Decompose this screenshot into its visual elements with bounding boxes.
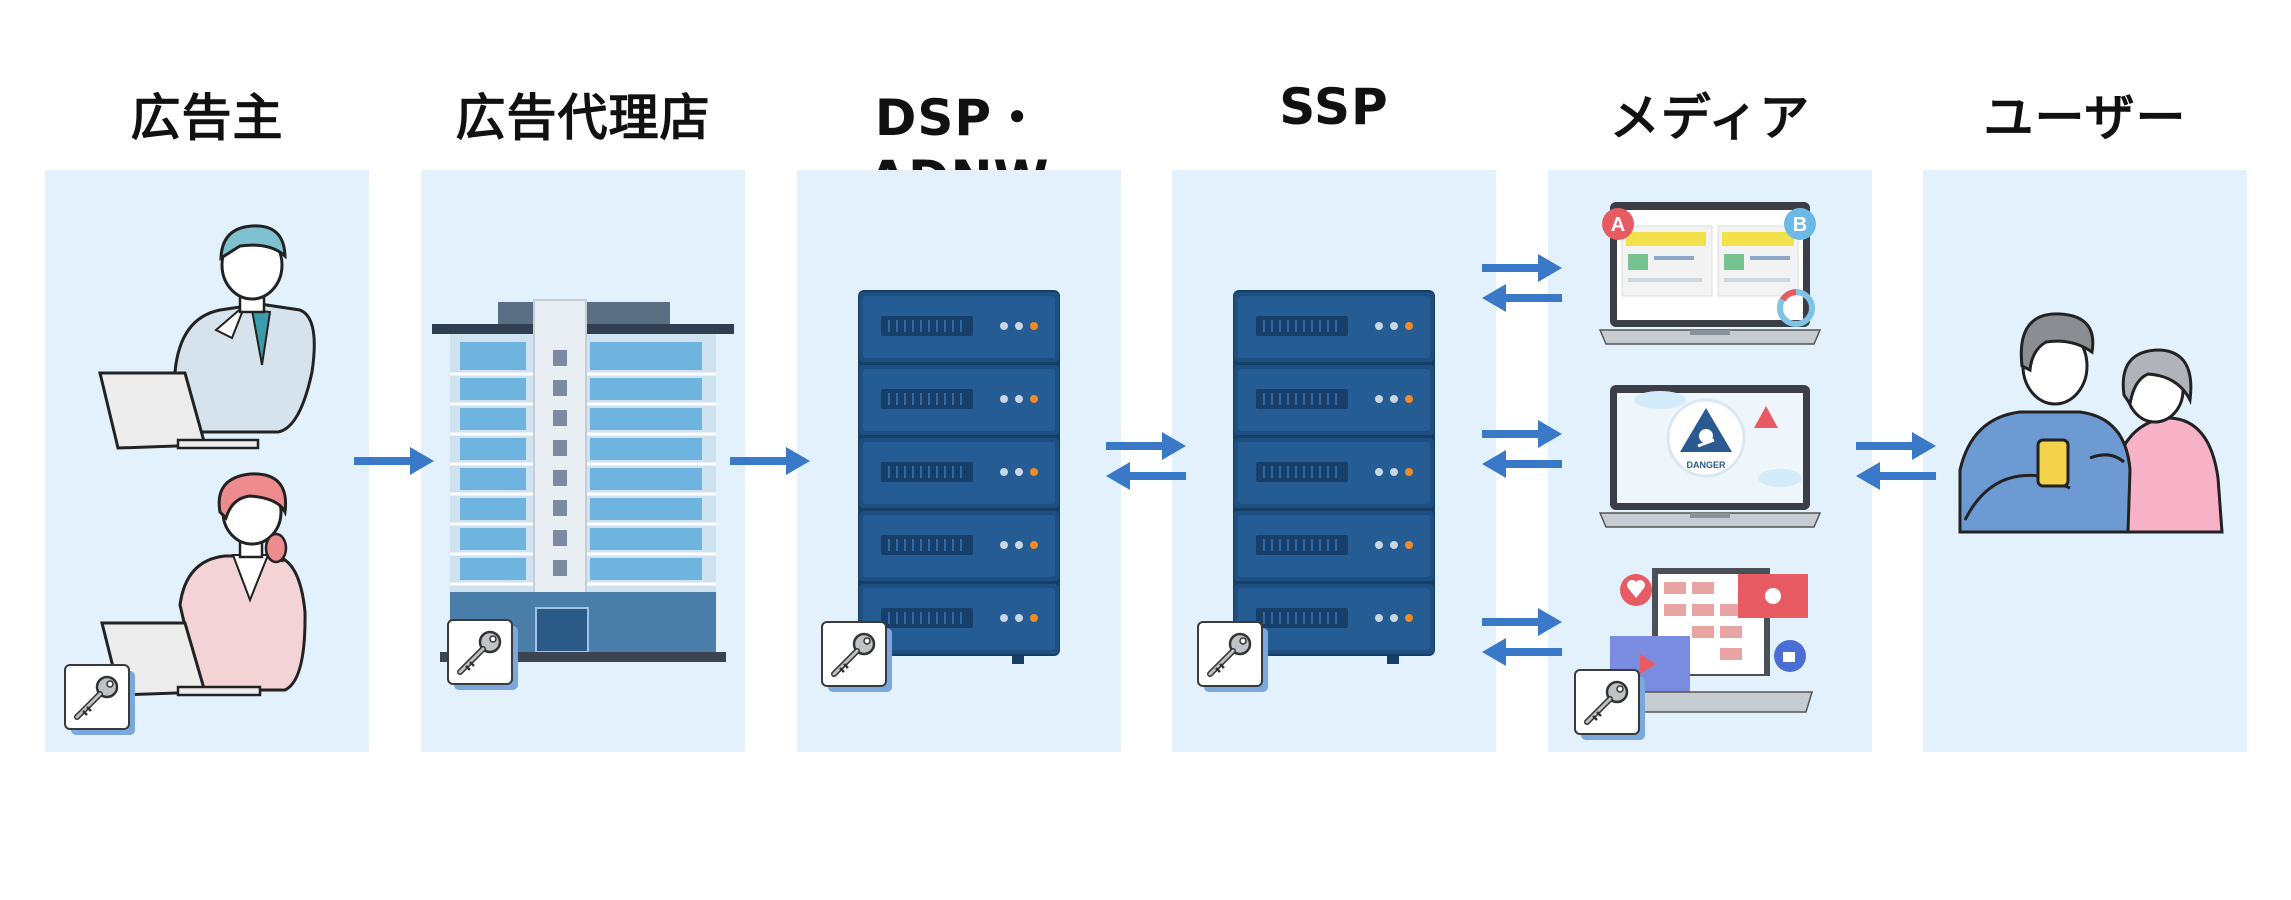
laptop-icon — [1608, 568, 1814, 713]
svg-text:DANGER: DANGER — [1686, 460, 1726, 470]
laptop-icon: A B — [1599, 201, 1821, 345]
arrows-dsp-ssp-bidirectional — [1106, 432, 1186, 490]
column-title-advertiser: 広告主 — [130, 89, 284, 147]
column-title-agency: 広告代理店 — [455, 89, 711, 147]
arrows-ssp-media-3 — [1482, 608, 1562, 666]
arrows-ssp-media-1 — [1482, 254, 1562, 312]
office-worker-icon — [100, 472, 307, 697]
server-rack-icon — [858, 290, 1060, 664]
arrows-ssp-media-2 — [1482, 420, 1562, 478]
column-title-user: ユーザー — [1983, 89, 2187, 147]
laptop-icon: DANGER — [1599, 384, 1821, 528]
couple-smartphone-icon — [1958, 312, 2224, 534]
column-title-media: メディア — [1609, 89, 1811, 147]
arrow-advertiser-to-agency — [354, 447, 434, 475]
svg-text:A: A — [1611, 214, 1625, 236]
column-title-ssp: SSP — [1279, 78, 1389, 136]
key-icon — [1575, 670, 1645, 740]
key-icon — [65, 665, 135, 735]
arrows-media-user-bidirectional — [1856, 432, 1936, 490]
building-icon — [432, 299, 734, 662]
key-icon — [1198, 622, 1268, 692]
key-icon — [822, 622, 892, 692]
arrow-agency-to-dsp — [730, 447, 810, 475]
key-icon — [448, 620, 518, 690]
office-worker-icon — [98, 224, 316, 450]
svg-text:B: B — [1793, 214, 1807, 236]
server-rack-icon — [1233, 290, 1435, 664]
